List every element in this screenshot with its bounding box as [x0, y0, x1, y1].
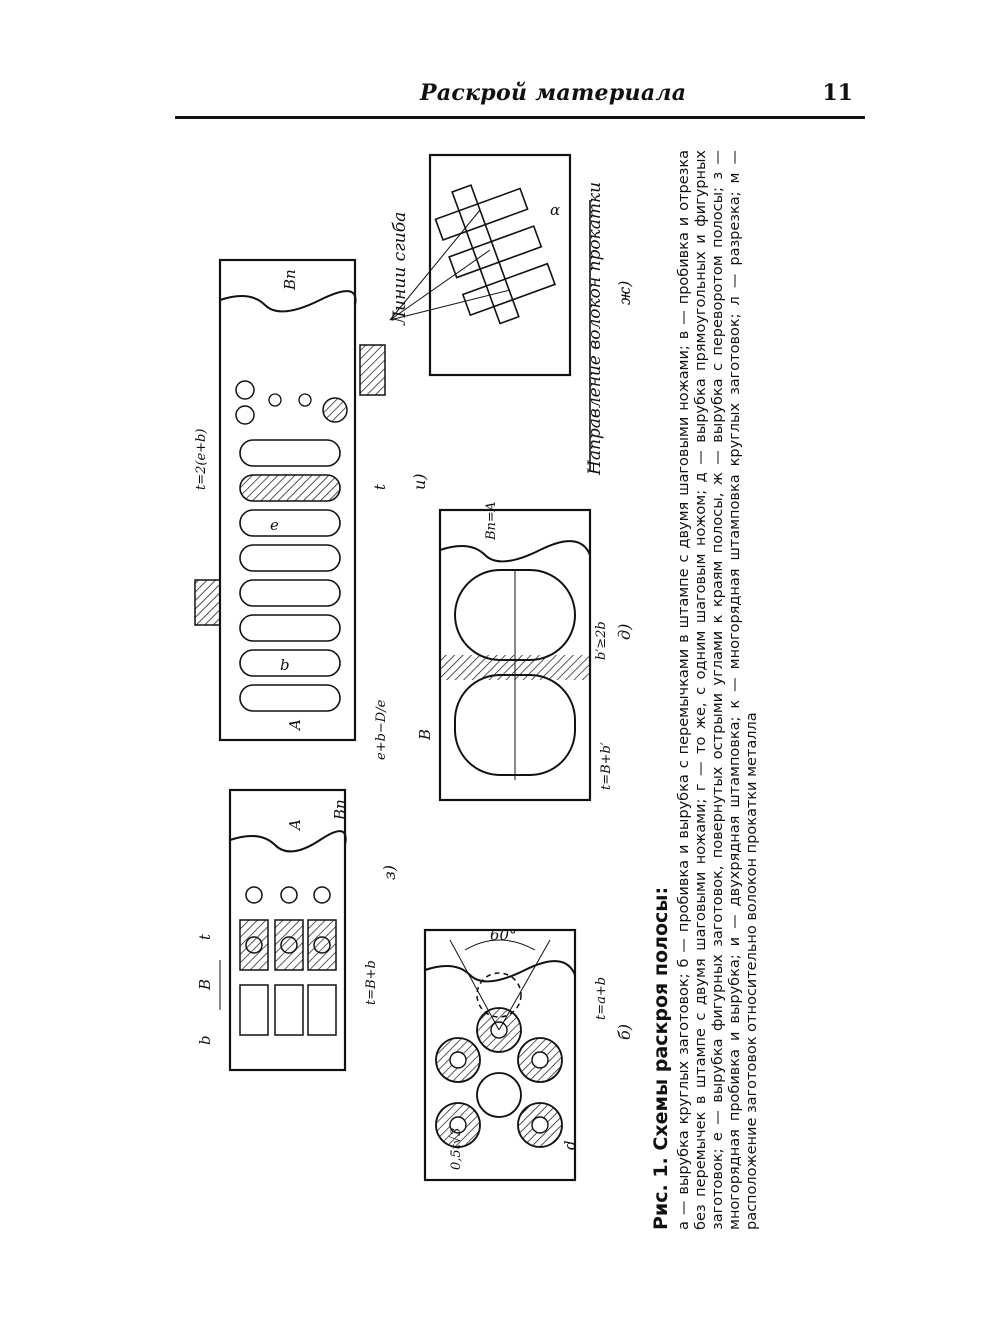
hole: [313, 936, 331, 954]
header-rule: [175, 116, 865, 119]
slot-blank: [239, 509, 341, 537]
hole: [235, 405, 255, 425]
blank: [451, 184, 520, 325]
note-fiber-direction: Направление волокон прокатки: [585, 182, 605, 476]
leader: [389, 249, 491, 321]
blank: [307, 919, 337, 971]
slot-blank: [239, 579, 341, 607]
scheme-i: Bп t=2(e+b) t A e b e+b−D/e и): [194, 258, 429, 760]
cut-blank: [307, 984, 337, 1036]
hole: [235, 380, 255, 400]
dim-t-i: t: [371, 483, 389, 490]
angle-line: [498, 939, 551, 1031]
angle-line: [449, 939, 500, 1031]
label-z: з): [380, 865, 399, 880]
break-line: [229, 830, 347, 853]
hole: [245, 886, 263, 904]
dim-t-B-b: t=B+b: [364, 960, 379, 1005]
strip-outline: [228, 788, 347, 1072]
caption-title: Рис. 1. Схемы раскроя полосы:: [650, 886, 672, 1230]
strip-outline: [423, 928, 577, 1182]
caption-text: а — вырубка круглых заготовок; б — проби…: [676, 150, 760, 1230]
page-number: 11: [822, 80, 853, 106]
leader: [389, 209, 481, 321]
slot-blank: [239, 544, 341, 572]
hole: [280, 886, 298, 904]
hole: [449, 1116, 467, 1134]
dim-t-a-b: t=a+b: [594, 977, 609, 1020]
hole: [298, 393, 312, 407]
dim-A: A: [286, 819, 304, 832]
dim-bprime: b′≥2b: [594, 621, 609, 660]
slot-blank: [239, 474, 341, 502]
note-bend-lines: Линии сгиба: [390, 212, 410, 326]
dim-B: B: [196, 979, 214, 991]
dim-Bn-i: Bп: [281, 269, 299, 291]
angle-arc: [464, 939, 536, 951]
blank: [476, 1072, 522, 1118]
blank: [274, 919, 304, 971]
dim-b: b: [196, 1035, 214, 1045]
label-k: б): [615, 1024, 634, 1040]
pilot-notch: [194, 579, 221, 626]
break-line: [219, 290, 357, 313]
scheme-d: t=B+b′ b′≥2b Bп=A B д): [416, 502, 634, 802]
label-m: ж): [615, 281, 634, 305]
pilot-notch: [359, 344, 386, 396]
hole: [449, 1051, 467, 1069]
dim-ebD: e+b−D/e: [374, 699, 389, 760]
label-d: д): [615, 624, 634, 640]
blank-chain: [235, 380, 348, 712]
break-line: [424, 960, 576, 983]
hole: [531, 1116, 549, 1134]
sheet-outline: [428, 153, 572, 377]
blank-row: [239, 886, 337, 1036]
cut-blank: [239, 984, 269, 1036]
dim-b-i: b: [280, 656, 290, 674]
blank: [239, 919, 269, 971]
dim-d: d: [561, 1140, 579, 1150]
scheme-k: 60° 0,5t√3 d t=a+b б): [423, 926, 634, 1182]
dim-e: e: [270, 516, 279, 534]
figure-caption: Рис. 1. Схемы раскроя полосы: а — вырубк…: [650, 150, 761, 1230]
cut-blank: [274, 984, 304, 1036]
dim-Bn-A: Bп=A: [484, 502, 499, 541]
dim-t-2eb: t=2(e+b): [194, 429, 209, 490]
slot-blank: [239, 684, 341, 712]
dim-05t: 0,5t√3: [449, 1128, 464, 1170]
scheme-m: α Линии сгиба Направление волокон прокат…: [389, 153, 634, 476]
slot-blank: [239, 439, 341, 467]
strip-outline: [218, 258, 357, 742]
cutting-schemes-figure: t B b t=B+b A Bп з) 60° 0,5t√3 d t=a+b б…: [194, 153, 634, 1182]
dim-B-d: B: [416, 729, 434, 741]
hole: [268, 393, 282, 407]
dim-A-i: A: [286, 719, 304, 732]
dim-t: t: [196, 933, 214, 940]
page-header: Раскрой материала 11: [175, 78, 865, 124]
rotated-blanks: [434, 184, 556, 325]
label-i: и): [410, 473, 429, 490]
break-line: [439, 540, 591, 563]
slot-blank: [239, 614, 341, 642]
next-blank: [476, 972, 522, 1018]
slot-blank: [239, 649, 341, 677]
dim-Bn: Bп: [331, 799, 349, 821]
running-title: Раскрой материала: [420, 80, 687, 106]
dim-60: 60°: [490, 926, 517, 944]
hole: [280, 936, 298, 954]
hole: [313, 886, 331, 904]
dim-t-B-bprime: t=B+b′: [599, 742, 614, 790]
hole: [245, 936, 263, 954]
leader: [389, 289, 511, 321]
hole: [322, 397, 348, 423]
scheme-z: t B b t=B+b A Bп з): [196, 788, 399, 1072]
dim-alpha: α: [550, 201, 560, 219]
hole: [531, 1051, 549, 1069]
